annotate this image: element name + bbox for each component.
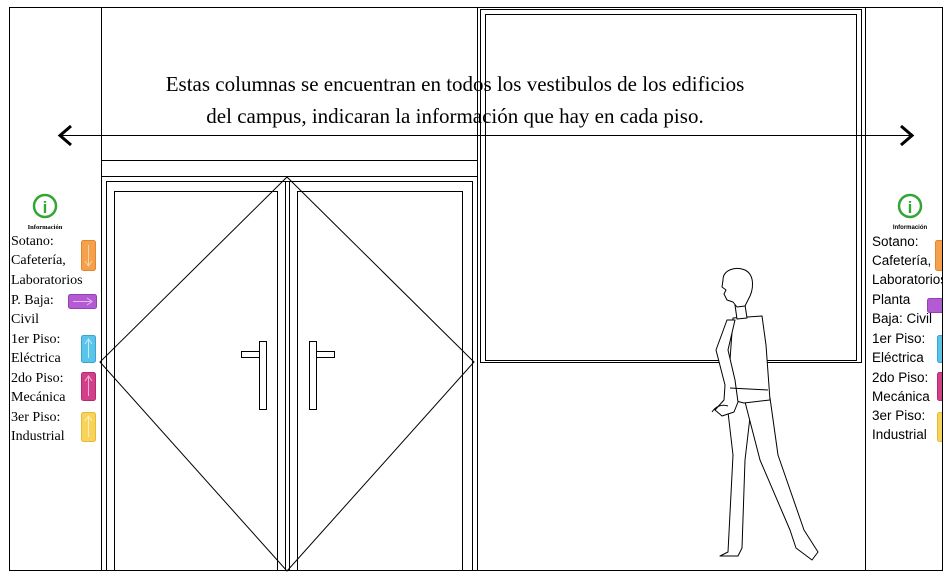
arrow-down-tag-icon (935, 240, 942, 271)
info-heading: Información (28, 224, 63, 231)
arrow-up-tag-icon (81, 372, 96, 401)
floor-line: 3er Piso: (872, 408, 925, 423)
floor-line: Cafetería, (11, 253, 66, 268)
floor-line: 3er Piso: (11, 410, 60, 425)
floor-line: P. Baja: (11, 293, 54, 308)
floor-line: 1er Piso: (11, 332, 60, 347)
svg-text:i: i (43, 198, 48, 217)
window (480, 9, 862, 363)
info-icon: i (897, 193, 923, 219)
caption-line-2: del campus, indicaran la información que… (206, 104, 703, 128)
floor-line: Mecánica (872, 389, 930, 404)
floor-line: 2do Piso: (872, 370, 928, 385)
arrow-down-tag-icon (81, 240, 96, 271)
floor-line: 2do Piso: (11, 371, 64, 386)
floor-line: Eléctrica (11, 351, 62, 366)
arrow-up-tag-icon (81, 412, 96, 442)
arrow-right-tag-icon (68, 294, 97, 309)
left-door-leaf (114, 191, 278, 571)
right-door-leaf (297, 191, 463, 571)
arrow-left-icon (57, 124, 72, 147)
floor-line: Sotano: (872, 234, 919, 249)
info-icon: i (32, 193, 58, 219)
svg-text:i: i (908, 198, 913, 217)
floor-line: Mecánica (11, 390, 66, 405)
floor-line: Laboratorios (872, 272, 947, 287)
floor-line: Planta (872, 292, 911, 307)
floor-line: Eléctrica (872, 350, 924, 365)
arrow-up-tag-icon (937, 372, 942, 401)
caption-line-1: Estas columnas se encuentran en todos lo… (166, 72, 745, 96)
floor-line: Laboratorios (11, 273, 83, 288)
arrow-up-tag-icon (937, 412, 942, 442)
walking-person-figure (711, 267, 819, 561)
door-swing-lines (99, 176, 475, 572)
double-door (99, 176, 478, 572)
floor-line: Industrial (872, 427, 927, 442)
right-info-panel: i Información Sotano: Cafetería, Laborat… (872, 193, 947, 442)
info-heading: Información (893, 225, 928, 231)
left-door-handle (241, 341, 267, 410)
floor-line: Sotano: (11, 234, 54, 249)
arrow-right-icon (900, 124, 915, 147)
arrow-right-tag-icon (927, 298, 942, 313)
floor-line: 1er Piso: (872, 331, 925, 346)
right-door-handle (309, 341, 335, 410)
drawing-frame (9, 7, 943, 571)
floor-line: Cafetería, (872, 253, 931, 268)
left-info-panel: i Información Sotano: Cafetería, Laborat… (11, 193, 97, 444)
floor-line: Industrial (11, 429, 65, 444)
floor-line: Civil (11, 312, 39, 327)
arrow-up-tag-icon (81, 335, 96, 363)
arrow-up-tag-icon (937, 335, 942, 363)
floor-line: Baja: Civil (872, 311, 932, 326)
